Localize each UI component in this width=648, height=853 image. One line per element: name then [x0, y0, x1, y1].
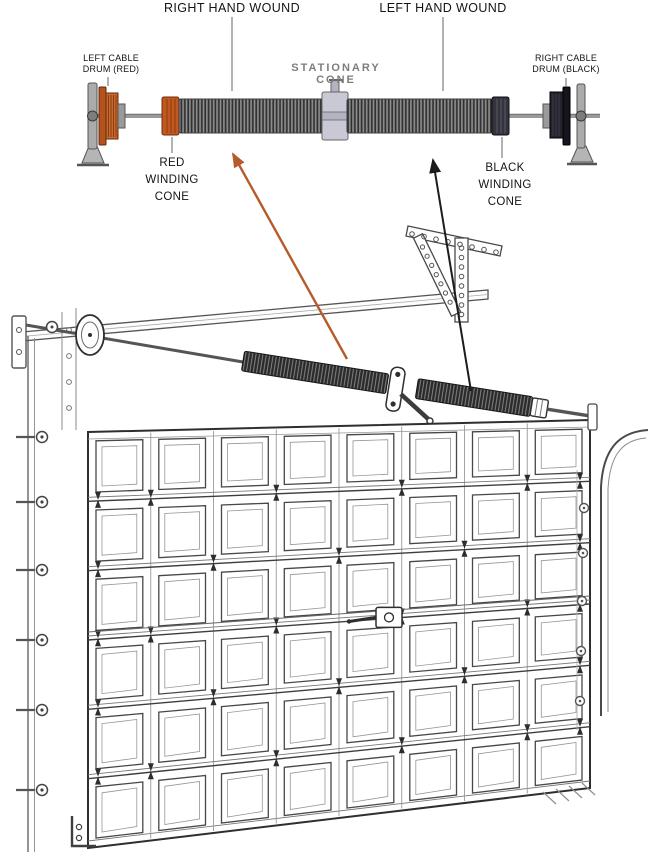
flag-bracket-holes [66, 327, 72, 411]
illustrated-torsion-spring [241, 350, 595, 425]
black-arrow [429, 158, 472, 392]
bracket-holes [409, 231, 499, 318]
label-black-winding-cone: BLACK WINDING CONE [478, 162, 532, 208]
black-winding-cone-graphic [491, 96, 510, 136]
leader-lines [107, 17, 567, 158]
label-left-hand-wound: LEFT HAND WOUND [379, 1, 507, 15]
label-left-cable-drum: LEFT CABLE DRUM (RED) [82, 53, 140, 74]
illustrated-winding-cone [529, 397, 550, 419]
label-right-hand-wound: RIGHT HAND WOUND [163, 1, 301, 15]
center-bearing-bracket [385, 366, 406, 412]
label-right-cable-drum: RIGHT CABLE DRUM (BLACK) [532, 53, 600, 74]
ground-hatch [542, 782, 596, 805]
spring-assembly [77, 17, 600, 167]
label-stationary-cone: STATIONARY CONE [291, 62, 381, 86]
right-jamb-bolts [574, 502, 590, 707]
red-winding-cone-graphic [161, 96, 180, 136]
right-bearing-plate [567, 83, 597, 166]
left-bearing-plate [77, 82, 109, 167]
right-cable-drum-graphic [542, 86, 571, 146]
right-track [576, 403, 648, 730]
garage-door [87, 418, 591, 850]
perforated-angle-bracket [405, 225, 503, 323]
left-jamb-bolts [16, 430, 49, 797]
label-red-winding-cone: RED WINDING CONE [145, 157, 199, 203]
left-cable-drum-graphic [98, 86, 126, 146]
stationary-cone-graphic [321, 79, 349, 141]
bottom-left-bracket [70, 816, 96, 848]
end-bearing-plate [587, 403, 598, 431]
door-lock-handle [87, 595, 591, 633]
spring-right-section [346, 98, 493, 134]
spring-left-section [178, 98, 324, 134]
left-shaft-and-drum [25, 314, 244, 364]
red-arrow [231, 152, 349, 360]
left-wall-structure [11, 308, 77, 852]
